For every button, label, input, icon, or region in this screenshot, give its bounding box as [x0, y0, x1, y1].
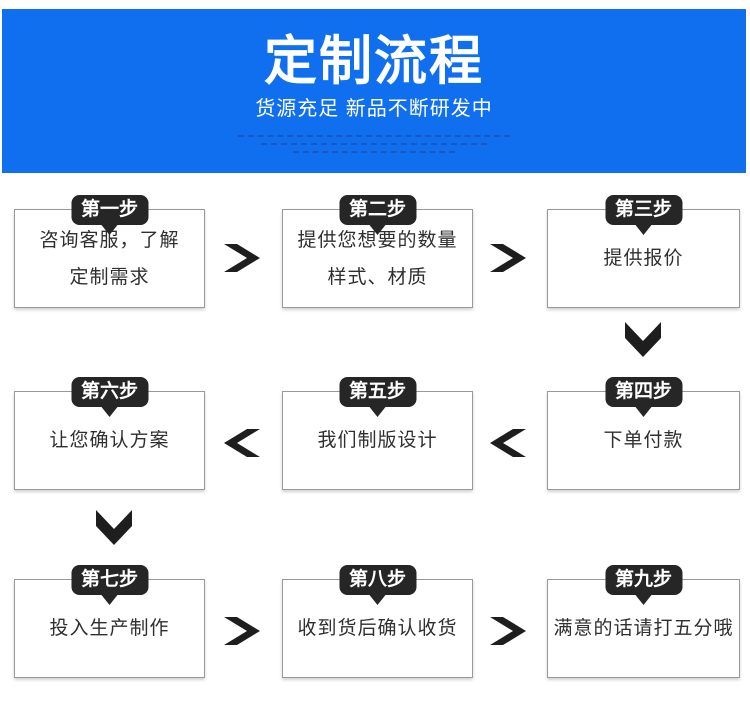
- decorative-dash-line: [238, 135, 510, 137]
- step-7-badge: 第七步: [70, 565, 149, 605]
- step-9-text: 满意的话请打五分哦: [553, 618, 734, 639]
- step-4-card: 第四步 下单付款: [547, 377, 740, 490]
- arrow-down-icon: [96, 510, 132, 545]
- step-3-card: 第三步 提供报价: [547, 195, 740, 308]
- arrow-left-icon: [490, 429, 526, 457]
- arrow-right-icon: [224, 244, 260, 272]
- step-5-card: 第五步 我们制版设计: [282, 377, 473, 490]
- step-8-card: 第八步 收到货后确认收货: [282, 565, 473, 678]
- step-1-text: 咨询客服，了解 定制需求: [39, 229, 180, 288]
- step-7-text: 投入生产制作: [49, 618, 170, 639]
- step-7-card: 第七步 投入生产制作: [14, 565, 205, 678]
- step-6-badge: 第六步: [70, 377, 149, 417]
- arrow-down-icon: [625, 322, 661, 357]
- step-2-text: 提供您想要的数量 样式、材质: [297, 229, 458, 288]
- step-5-text: 我们制版设计: [317, 430, 438, 451]
- arrow-left-icon: [224, 429, 260, 457]
- step-2-badge: 第二步: [338, 195, 417, 235]
- step-9-card: 第九步 满意的话请打五分哦: [547, 565, 740, 678]
- step-1-badge: 第一步: [70, 195, 149, 235]
- arrow-right-icon: [490, 244, 526, 272]
- step-4-text: 下单付款: [603, 430, 684, 451]
- step-8-badge: 第八步: [338, 565, 417, 605]
- banner-subtitle: 货源充足 新品不断研发中: [255, 98, 493, 120]
- step-6-text: 让您确认方案: [49, 430, 170, 451]
- decorative-dash-line: [293, 151, 455, 153]
- arrow-right-icon: [490, 617, 526, 645]
- step-3-text: 提供报价: [603, 248, 684, 269]
- step-3-badge: 第三步: [604, 195, 683, 235]
- arrow-right-icon: [224, 617, 260, 645]
- banner: 定制流程 货源充足 新品不断研发中: [2, 9, 746, 173]
- step-4-badge: 第四步: [604, 377, 683, 417]
- step-6-card: 第六步 让您确认方案: [14, 377, 205, 490]
- decorative-dash-line: [261, 143, 487, 145]
- step-8-text: 收到货后确认收货: [297, 618, 458, 639]
- step-5-badge: 第五步: [338, 377, 417, 417]
- step-1-card: 第一步 咨询客服，了解 定制需求: [14, 195, 205, 308]
- page-title: 定制流程: [264, 32, 484, 91]
- step-9-badge: 第九步: [604, 565, 683, 605]
- step-2-card: 第二步 提供您想要的数量 样式、材质: [282, 195, 473, 308]
